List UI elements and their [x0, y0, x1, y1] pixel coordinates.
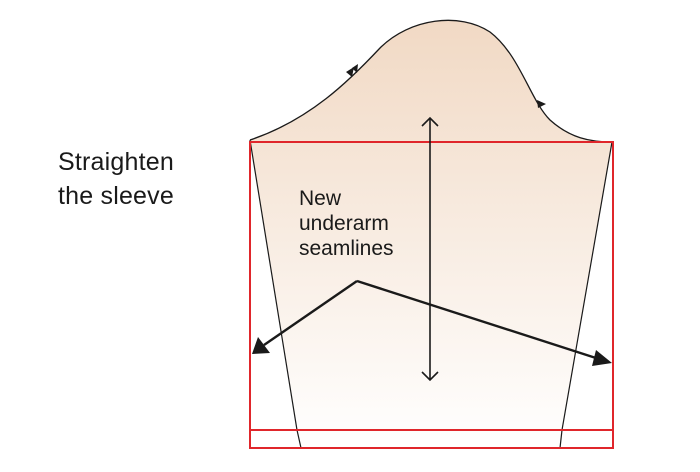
- side-title: Straighten the sleeve: [58, 145, 174, 213]
- triangle-notch-icon: [346, 64, 358, 77]
- new-seamline-rectangle: [249, 141, 614, 449]
- sleeve-shape: [250, 20, 612, 448]
- sleeve-cap-outline: [249, 19, 613, 143]
- arrow-icon: [356, 279, 612, 366]
- triangle-notch-icon: [537, 100, 546, 108]
- callout-line-1: New: [299, 187, 342, 210]
- hem-seam-right: [559, 429, 563, 449]
- callout-line-2: underarm: [299, 212, 389, 235]
- side-title-line-2: the sleeve: [58, 182, 174, 210]
- double-headed-arrow-icon: [421, 116, 439, 382]
- original-seam-right: [561, 141, 613, 431]
- original-seam-left: [249, 139, 298, 431]
- side-title-line-1: Straighten: [58, 148, 174, 176]
- callout-line-3: seamlines: [299, 237, 394, 260]
- arrow-icon: [252, 280, 358, 354]
- hem-seam-left: [296, 429, 302, 449]
- seamline-callout: New underarm seamlines: [299, 186, 394, 261]
